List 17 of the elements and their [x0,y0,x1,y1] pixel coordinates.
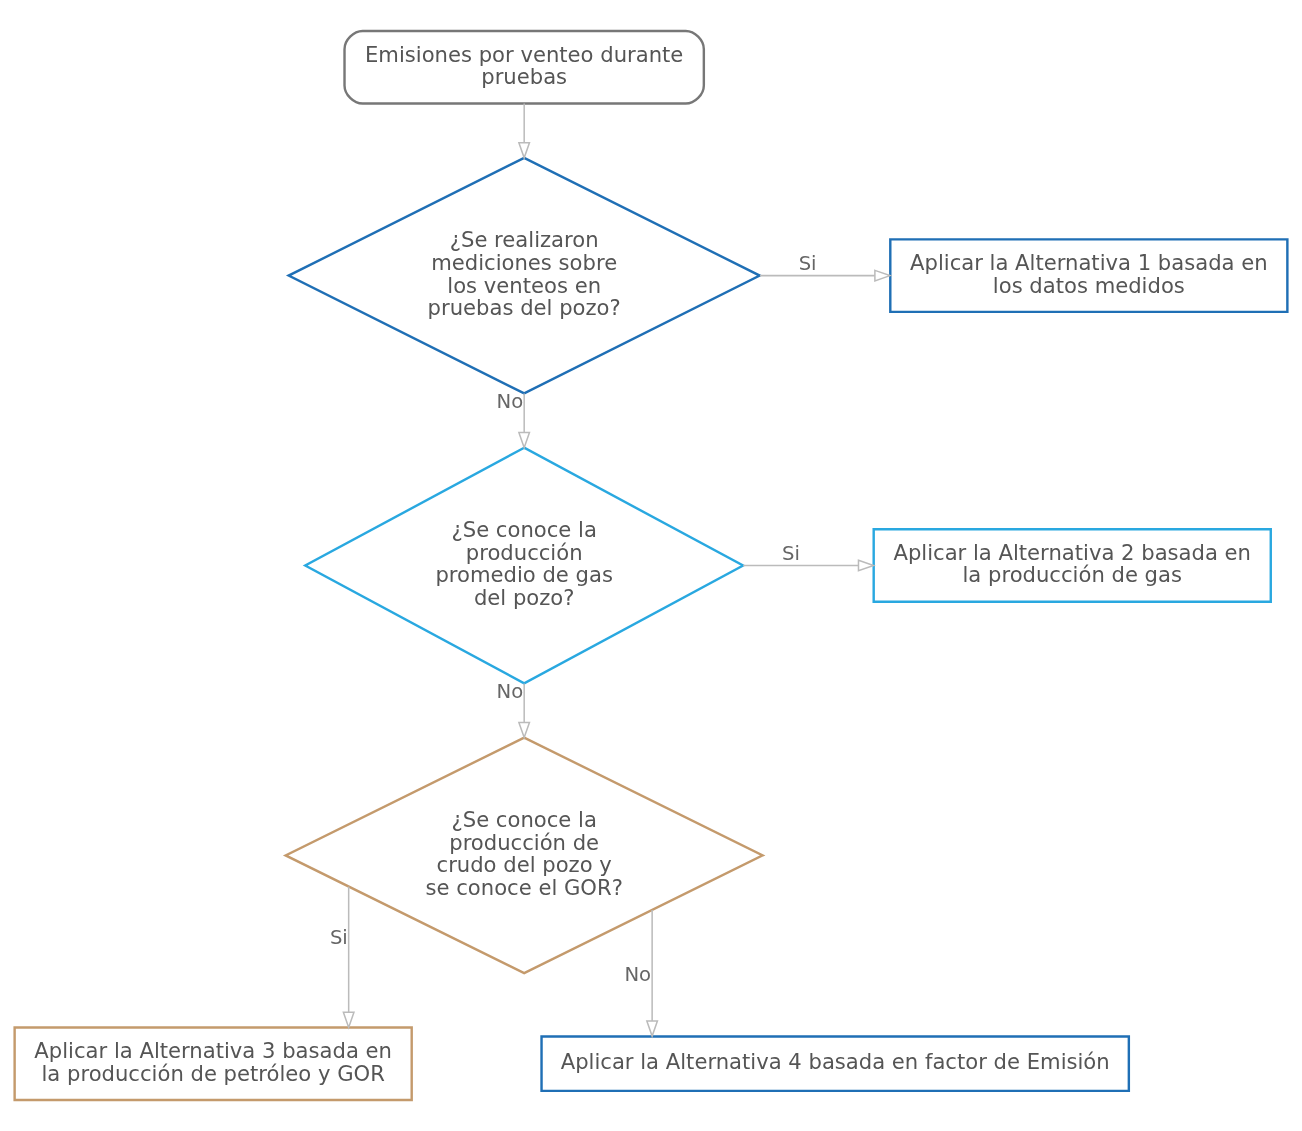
edge-label: Si [798,252,817,276]
arrow [742,559,876,572]
arrow [517,102,531,161]
edge-label: Si [782,542,800,566]
arrow [342,885,355,1030]
node-diamond: ¿Se realizaron mediciones sobre los venteos en pruebas del pozo? [285,156,763,395]
node-diamond: ¿Se conoce la producción promedio de gas del pozo? [302,446,746,685]
arrow [759,269,893,282]
arrow [517,392,531,450]
arrow [517,682,531,740]
node-box: Aplicar la Alternativa 1 basada en los datos medidos [889,238,1289,314]
arrow [645,909,659,1039]
node-box: Aplicar la Alternativa 2 basada en la producción de gas [872,528,1272,603]
node-box: Aplicar la Alternativa 4 basada en factor de Emisión [540,1035,1131,1093]
edge-label: Si [329,926,348,949]
node-box: Emisiones por venteo durante pruebas [343,29,706,105]
node-box: Aplicar la Alternativa 3 basada en la producción de petróleo y GOR [13,1026,413,1102]
